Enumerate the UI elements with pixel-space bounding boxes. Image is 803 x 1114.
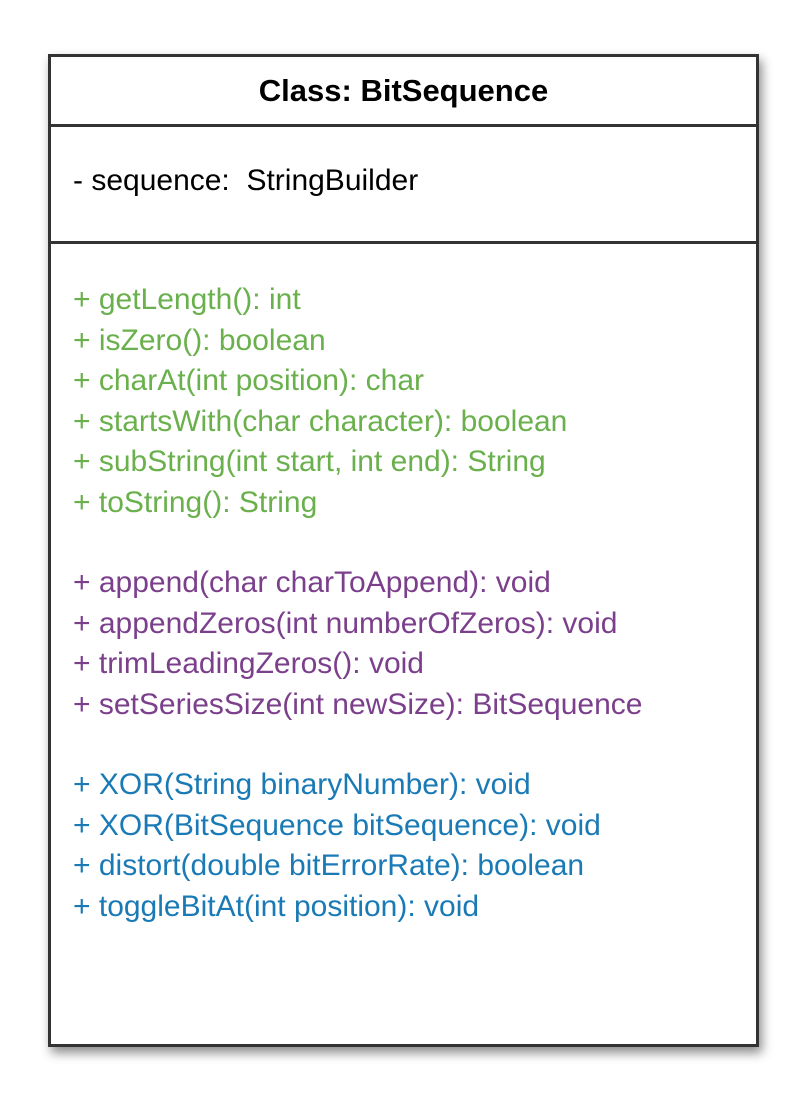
class-title-section: Class: BitSequence <box>51 57 756 127</box>
attributes-section: - sequence: StringBuilder <box>51 127 756 244</box>
method-set-series-size: + setSeriesSize(int newSize): BitSequenc… <box>73 687 643 721</box>
attribute-sequence: - sequence: StringBuilder <box>73 164 419 197</box>
method-group-accessors: + getLength(): int + isZero(): boolean +… <box>73 280 756 523</box>
method-xor-bitsequence: + XOR(BitSequence bitSequence): void <box>73 808 601 842</box>
method-append: + append(char charToAppend): void <box>73 566 551 599</box>
method-toggle-bit-at: + toggleBitAt(int position): void <box>73 889 480 923</box>
methods-section: + getLength(): int + isZero(): boolean +… <box>51 244 756 927</box>
method-group-mutators: + append(char charToAppend): void + appe… <box>73 563 756 725</box>
method-trim-leading-zeros: + trimLeadingZeros(): void <box>73 647 424 680</box>
uml-class-box: Class: BitSequence - sequence: StringBui… <box>48 54 759 1047</box>
class-title: Class: BitSequence <box>258 72 549 108</box>
method-append-zeros: + appendZeros(int numberOfZeros): void <box>73 606 618 640</box>
method-starts-with: + startsWith(char character): boolean <box>73 404 568 438</box>
method-to-string: + toString(): String <box>73 485 318 519</box>
method-sub-string: + subString(int start, int end): String <box>73 445 546 478</box>
method-distort: + distort(double bitErrorRate): boolean <box>73 849 585 882</box>
method-char-at: + charAt(int position): char <box>73 364 424 397</box>
method-is-zero: + isZero(): boolean <box>73 323 326 357</box>
method-xor-string: + XOR(String binaryNumber): void <box>73 768 531 801</box>
method-group-operations: + XOR(String binaryNumber): void + XOR(B… <box>73 765 756 927</box>
method-get-length: + getLength(): int <box>73 283 301 316</box>
